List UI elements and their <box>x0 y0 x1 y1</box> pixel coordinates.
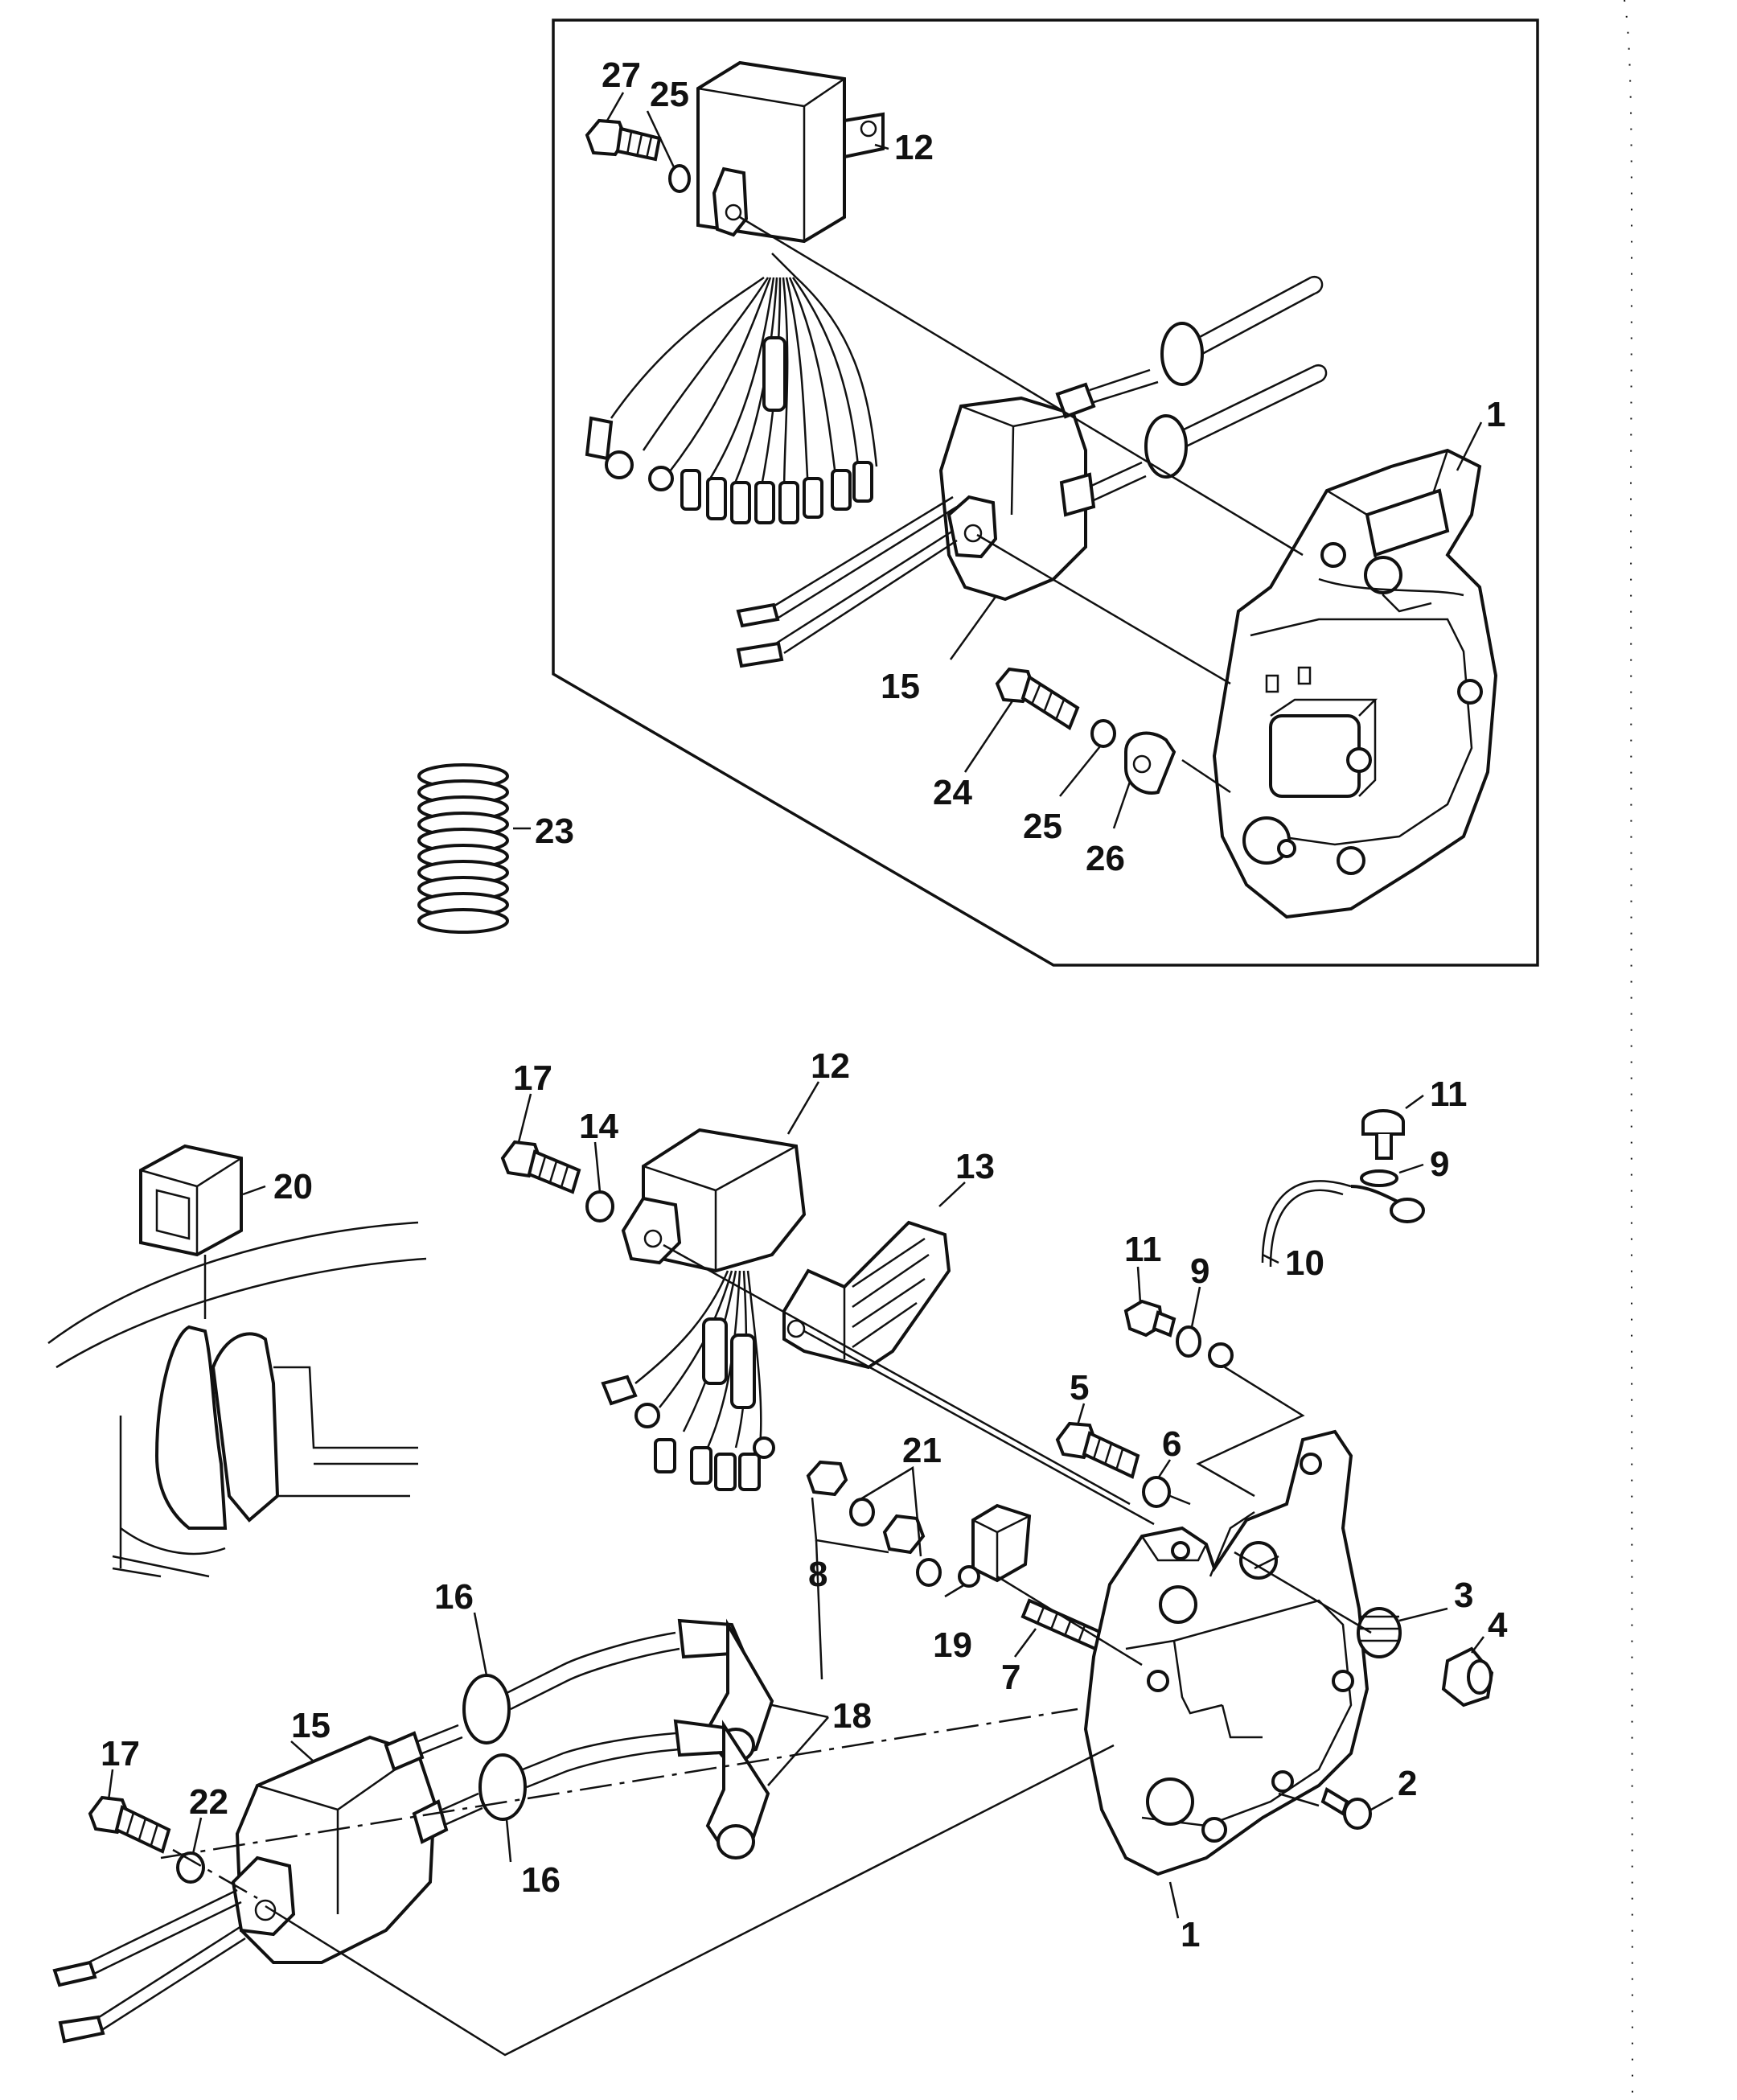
ignition-coil-top <box>736 275 1328 668</box>
label-11-lower: 11 <box>1124 1230 1162 1269</box>
label-13: 13 <box>955 1147 995 1186</box>
washer-25-lower <box>1090 719 1116 748</box>
label-6: 6 <box>1162 1424 1181 1464</box>
bracket-line-8 <box>811 1497 889 1554</box>
washer-14 <box>585 1190 614 1223</box>
label-12-bottom: 12 <box>811 1046 850 1086</box>
bolt-27 <box>585 118 662 162</box>
label-16-lower: 16 <box>521 1860 561 1900</box>
label-23: 23 <box>535 812 574 851</box>
label-25-top: 25 <box>650 75 689 114</box>
label-8: 8 <box>808 1555 827 1594</box>
label-11-upper: 11 <box>1430 1075 1468 1114</box>
label-18: 18 <box>832 1696 872 1736</box>
spring-23 <box>417 763 509 934</box>
label-12-top: 12 <box>894 128 934 167</box>
label-27: 27 <box>602 55 641 95</box>
label-3: 3 <box>1454 1576 1473 1615</box>
label-14: 14 <box>579 1107 618 1146</box>
bolt-17-lower <box>88 1795 171 1854</box>
label-25-lower: 25 <box>1023 807 1062 846</box>
grommet-3 <box>1357 1607 1402 1658</box>
stud-7 <box>1020 1598 1104 1651</box>
label-21: 21 <box>902 1431 942 1470</box>
lockwasher-21-lower <box>916 1558 942 1587</box>
label-24: 24 <box>933 773 972 812</box>
cap-20 <box>139 1144 243 1257</box>
connector-19 <box>958 1503 1032 1588</box>
label-9-lower: 9 <box>1190 1251 1209 1291</box>
washer-25-top <box>668 164 691 193</box>
label-17-upper: 17 <box>513 1058 552 1098</box>
cdi-module-bottom <box>601 1128 807 1491</box>
bolt-24 <box>995 667 1080 730</box>
nut-8-lower <box>882 1514 926 1555</box>
label-15-top: 15 <box>881 667 920 706</box>
label-17-lower: 17 <box>101 1734 140 1773</box>
label-15-bottom: 15 <box>291 1706 331 1745</box>
label-7: 7 <box>1001 1658 1020 1697</box>
engine-cowl-outline <box>47 1221 427 1578</box>
label-2: 2 <box>1398 1764 1417 1803</box>
page-edge <box>1624 0 1633 2100</box>
clip-26 <box>1124 731 1176 795</box>
washer-22 <box>176 1851 205 1884</box>
ground-lead-10 <box>1208 1180 1425 1368</box>
label-26: 26 <box>1086 839 1125 878</box>
screw-11-lower <box>1123 1299 1176 1338</box>
bolt-17-upper <box>500 1140 581 1194</box>
label-19: 19 <box>933 1625 972 1665</box>
inset-kit-frame <box>552 18 1539 967</box>
label-10: 10 <box>1285 1243 1324 1283</box>
mounting-plate-top <box>1212 448 1498 919</box>
label-1-bottom: 1 <box>1181 1915 1200 1954</box>
bracket-line-21 <box>852 1465 922 1557</box>
bolt-5 <box>1055 1421 1140 1479</box>
label-16-upper: 16 <box>434 1577 474 1617</box>
label-20: 20 <box>273 1167 313 1206</box>
label-9-upper: 9 <box>1430 1145 1449 1184</box>
label-22: 22 <box>189 1782 228 1822</box>
screw-11-upper <box>1361 1109 1405 1160</box>
mounting-plate-bottom <box>1083 1429 1369 1876</box>
part-labels: 1 12 15 23 24 25 25 26 27 17 14 12 13 20… <box>101 55 1508 1954</box>
washer-6 <box>1142 1476 1171 1508</box>
nut-8-upper <box>806 1460 848 1497</box>
cdi-module-top <box>585 60 885 524</box>
washer-9-lower <box>1176 1325 1201 1358</box>
label-4: 4 <box>1488 1605 1508 1645</box>
label-1-top: 1 <box>1486 395 1505 434</box>
label-5: 5 <box>1070 1368 1089 1408</box>
screw-2 <box>1320 1787 1372 1830</box>
bushing-4 <box>1441 1646 1494 1708</box>
rectifier-13 <box>782 1220 951 1370</box>
washer-9-upper <box>1360 1169 1398 1187</box>
